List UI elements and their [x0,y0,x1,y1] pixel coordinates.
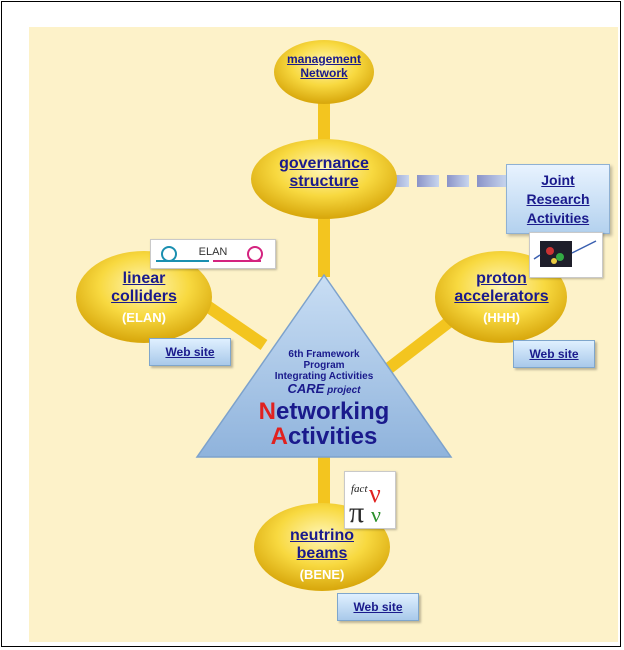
networking-activities-title: Networking Activities [224,399,424,449]
node-governance-shape [251,139,397,219]
node-proton-accelerators[interactable]: proton accelerators (HHH) [434,270,569,326]
dash-segment [477,175,507,187]
proton-link[interactable]: proton [476,270,527,287]
hhh-logo [529,232,603,278]
networking-triangle [195,273,453,458]
colliders-link[interactable]: colliders [111,288,177,306]
integrating-text: Integrating Activities [274,371,374,382]
dash-segment [417,175,439,187]
activities-word: Activities [270,423,378,450]
elan-logo-text: ELAN [199,246,228,258]
web-site-button-linear[interactable]: Web site [149,338,231,366]
elan-label: (ELAN) [121,309,167,325]
hhh-label: (HHH) [483,309,520,325]
node-linear-shape [76,251,212,343]
structure-link[interactable]: structure [289,173,359,191]
connector-proton-triangle [380,317,453,377]
governance-link[interactable]: governance [279,155,369,172]
jra-line-3: Activities [526,210,590,226]
diagram-graphics [76,40,567,591]
connector-governance-triangle [318,207,330,277]
bene-logo: fact π ν ν [344,471,396,529]
node-management[interactable]: management Network [269,52,379,81]
joint-research-activities-button[interactable]: Joint Research Activities [506,164,610,234]
linear-link[interactable]: linear [122,270,166,287]
diagram-canvas: management Network governance structure … [29,27,618,642]
triangle-caption: 6th Framework Program Integrating Activi… [244,349,404,396]
jra-line-1: Joint [541,172,575,188]
networking-word: Networking [258,398,390,425]
web-site-button-neutrino[interactable]: Web site [337,593,419,621]
dash-segment [447,175,469,187]
svg-text:ν: ν [369,479,381,508]
node-neutrino-beams[interactable]: neutrino beams (BENE) [262,527,382,583]
node-linear-colliders[interactable]: linear colliders (ELAN) [79,270,209,326]
bene-label: (BENE) [299,566,345,582]
svg-text:π: π [349,496,364,528]
project-text: project [327,385,361,396]
jra-line-2: Research [526,191,590,207]
program-text: Program [303,360,345,371]
node-governance[interactable]: governance structure [244,155,404,192]
network-link[interactable]: Network [300,65,348,80]
neutrino-link[interactable]: neutrino [290,527,354,544]
svg-text:fact: fact [351,483,368,495]
accelerators-link[interactable]: accelerators [454,288,549,306]
management-link[interactable]: management [286,52,362,66]
web-site-button-proton[interactable]: Web site [513,340,595,368]
svg-text:ν: ν [371,502,381,527]
framework-text: 6th Framework [288,349,360,360]
elan-logo: ELAN [150,239,276,269]
node-management-shape [274,40,374,104]
care-text: CARE [287,381,325,396]
care-project-text: CARE project [244,381,404,396]
beams-link[interactable]: beams [296,545,348,563]
